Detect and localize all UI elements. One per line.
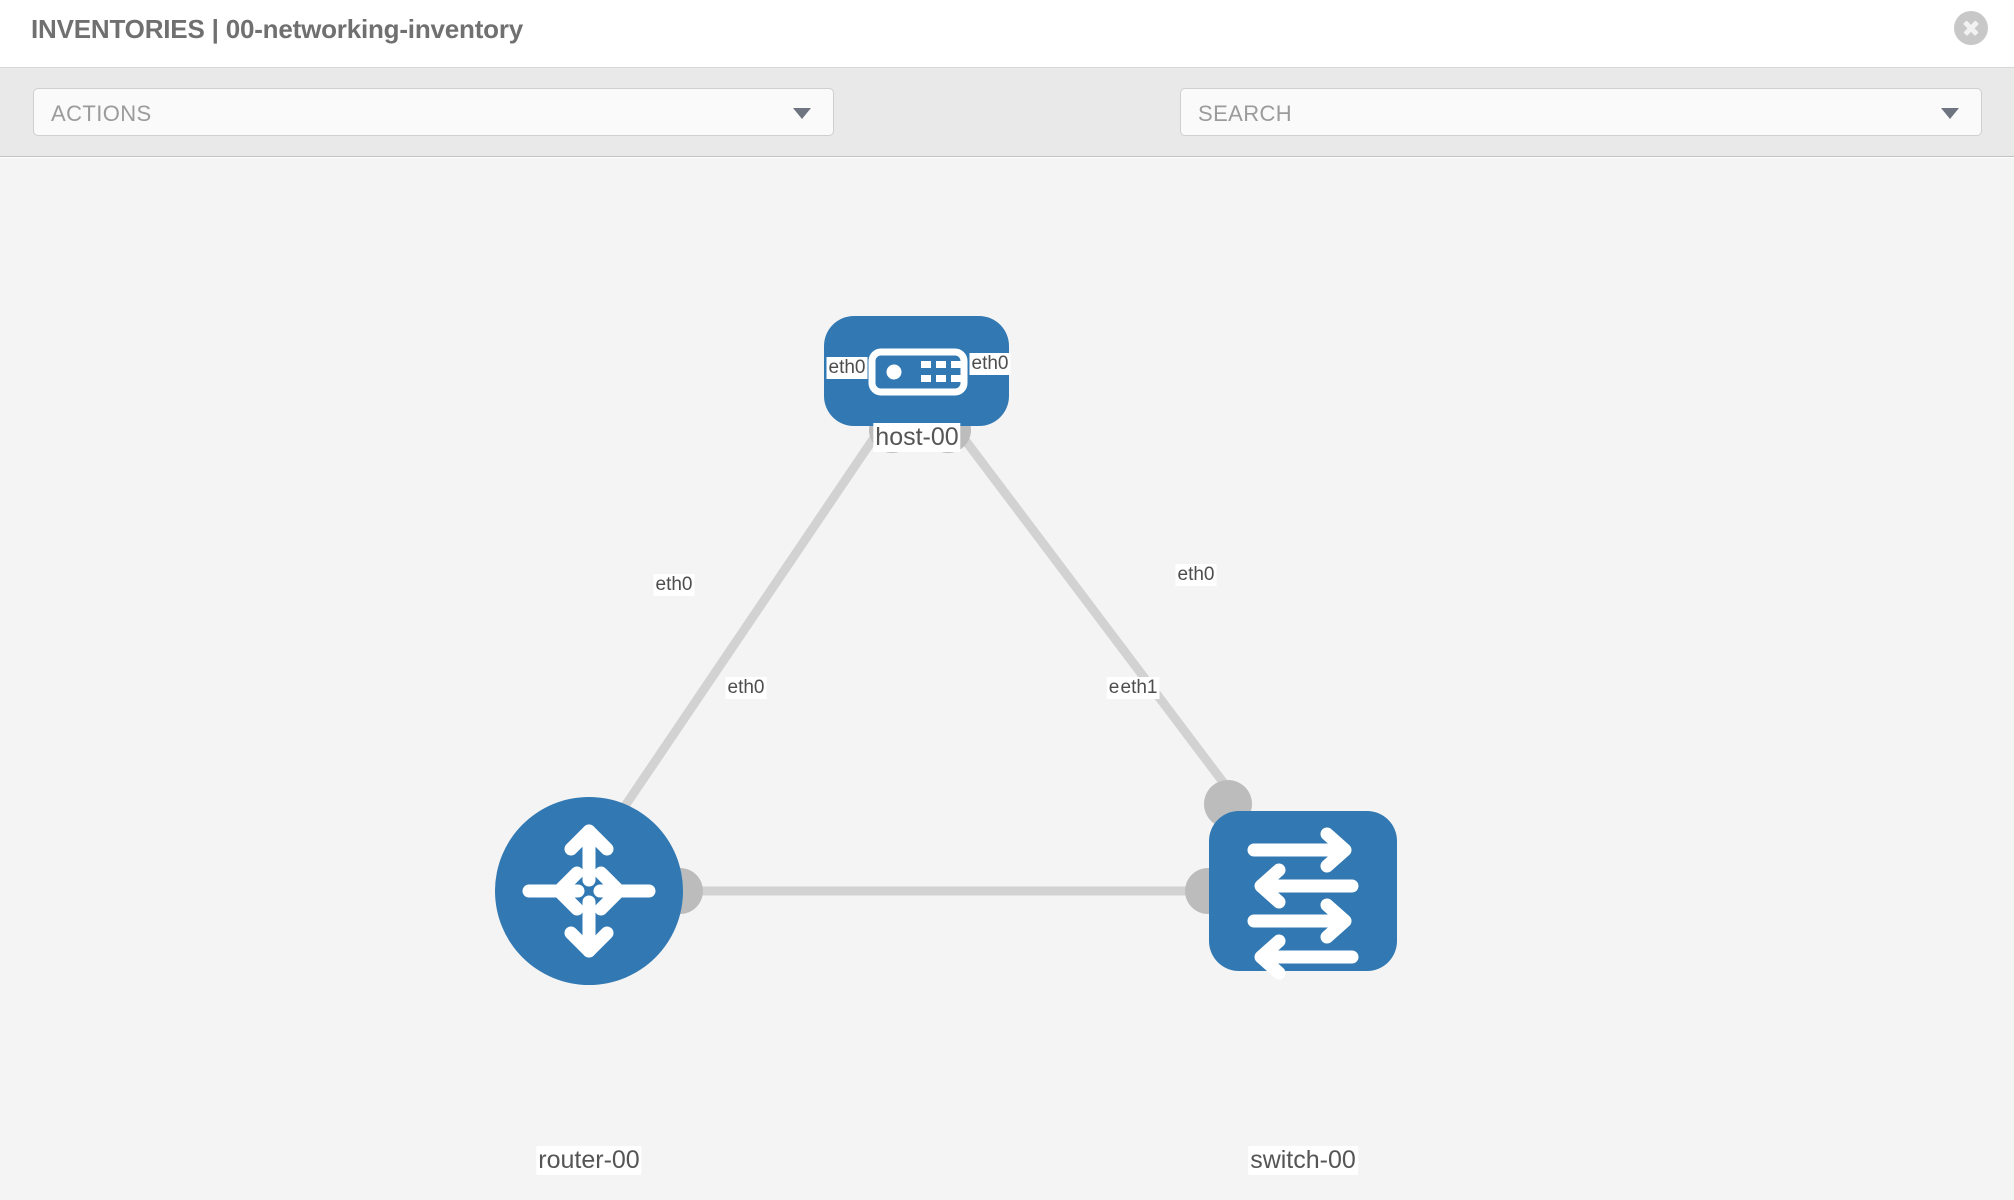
edge-host00-switch00	[946, 417, 1239, 801]
iface-label: eth0	[653, 574, 695, 596]
server-device-icon	[868, 348, 968, 396]
node-label-router-00: router-00	[536, 1146, 642, 1175]
search-placeholder-label: SEARCH	[1198, 101, 1293, 126]
iface-label: eth0	[1175, 564, 1217, 586]
iface-label: eth1	[1118, 677, 1160, 699]
iface-label: eth0	[969, 353, 1011, 375]
page-title: INVENTORIES | 00-networking-inventory	[31, 14, 524, 44]
edge-host00-router00	[621, 417, 890, 809]
chevron-down-icon	[1941, 108, 1959, 119]
iface-label: eth0	[725, 677, 767, 699]
router-four-arrows-icon	[522, 824, 656, 958]
actions-dropdown-label: ACTIONS	[51, 101, 152, 126]
iface-label: eth0	[826, 357, 868, 379]
search-input[interactable]: SEARCH	[1180, 88, 1982, 136]
node-label-switch-00: switch-00	[1248, 1146, 1358, 1175]
toolbar: ACTIONS SEARCH	[0, 68, 2014, 198]
close-icon[interactable]	[1954, 11, 1988, 45]
node-switch-00	[1209, 811, 1397, 980]
topology-edges	[621, 417, 1239, 896]
topology-connectors	[657, 407, 1252, 914]
topology-canvas[interactable]: eth0 eth0 eth0 eth0 eth0 eth eth1 host-0…	[0, 158, 2014, 1200]
topology-graph	[495, 316, 1397, 985]
node-router-00	[495, 797, 683, 985]
actions-dropdown[interactable]: ACTIONS	[33, 88, 834, 136]
node-host-00	[824, 316, 1009, 426]
node-label-host-00: host-00	[873, 423, 961, 452]
chevron-down-icon	[793, 108, 811, 119]
page-header: INVENTORIES | 00-networking-inventory	[0, 0, 2014, 68]
switch-arrows-icon	[1247, 827, 1359, 980]
